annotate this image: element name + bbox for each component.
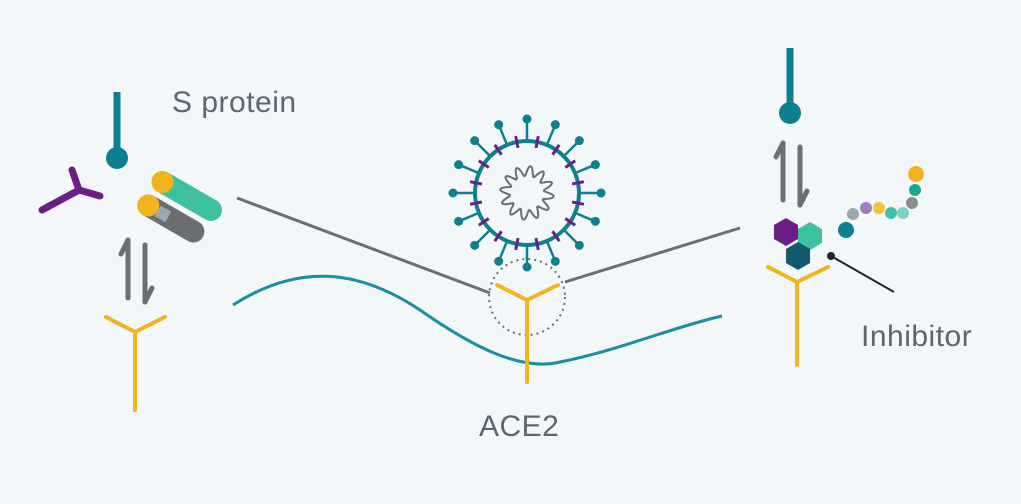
peptide-chain-icon	[838, 166, 924, 238]
hexagon-cluster-icon	[774, 218, 822, 270]
inhibitor-label: Inhibitor	[861, 320, 973, 353]
ace2-receptor-right-icon	[766, 265, 830, 367]
s-protein-right-icon	[779, 48, 801, 124]
wedge-lines	[236, 196, 741, 295]
ace2-receptor-center-icon	[495, 283, 560, 384]
equilibrium-arrows-icon	[118, 237, 155, 305]
inhibitor-pointer	[827, 252, 895, 293]
cell-membrane	[232, 274, 723, 366]
binding-site-circle	[488, 258, 566, 336]
virus-icon	[448, 114, 606, 272]
s-protein-icon	[106, 92, 128, 169]
ace2-receptor-icon	[104, 315, 167, 412]
capsule-molecules-icon	[137, 171, 222, 243]
ace2-label: ACE2	[479, 410, 560, 443]
s-protein-label: S protein	[172, 86, 297, 119]
equilibrium-arrows-right-icon	[773, 140, 810, 208]
antibody-icon	[38, 166, 104, 214]
